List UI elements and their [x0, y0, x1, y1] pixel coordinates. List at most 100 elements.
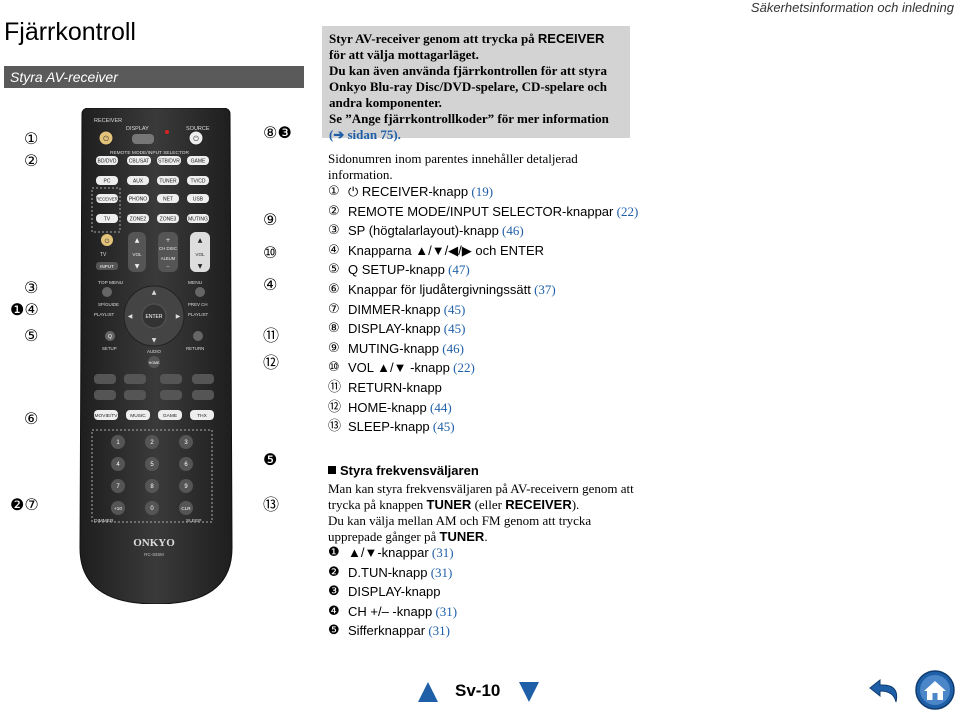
transport-rew-button[interactable]: [124, 374, 146, 384]
item-page-link[interactable]: (46): [442, 340, 464, 356]
movie-tv-button[interactable]: [94, 410, 118, 420]
item-number: ⑥: [328, 281, 340, 297]
digit-button[interactable]: [111, 501, 125, 515]
digit-button[interactable]: [145, 435, 159, 449]
home-house-shape: [924, 681, 946, 700]
digit-label: 9: [184, 484, 188, 490]
back-icon[interactable]: [866, 672, 906, 708]
digit-button[interactable]: [145, 457, 159, 471]
vol-rocker[interactable]: [128, 232, 146, 272]
item-page-link[interactable]: (45): [443, 301, 466, 317]
item-number: ❸: [328, 584, 340, 599]
music-label: MUSIC: [130, 413, 146, 419]
zone2-button[interactable]: [127, 214, 149, 223]
music-button[interactable]: [126, 410, 150, 420]
thx-button[interactable]: [190, 410, 214, 420]
home-button[interactable]: [148, 356, 160, 368]
menu-button[interactable]: [195, 287, 205, 297]
item-page-link[interactable]: (47): [448, 262, 470, 278]
item-page-link[interactable]: (46): [502, 223, 524, 239]
input-button[interactable]: [96, 262, 118, 270]
return-button[interactable]: [193, 331, 203, 341]
item-number: ⑩: [328, 360, 340, 376]
item-page-link[interactable]: (22): [453, 360, 475, 376]
item-page-link[interactable]: (45): [443, 321, 466, 337]
muting-button[interactable]: [187, 214, 209, 223]
digit-button[interactable]: [111, 479, 125, 493]
item-page-link[interactable]: (22): [616, 203, 639, 219]
receiver-power-button[interactable]: [98, 130, 114, 146]
usb-button[interactable]: [187, 194, 209, 203]
digit-button[interactable]: [179, 457, 193, 471]
transport-ff-button[interactable]: [160, 374, 182, 384]
pc-button[interactable]: [96, 176, 118, 185]
net-button[interactable]: [157, 194, 179, 203]
left-arrow-icon[interactable]: ◀: [128, 313, 133, 320]
top-menu-button[interactable]: [102, 287, 112, 297]
model-label: RC-836M: [144, 552, 164, 557]
item-page-link[interactable]: (31): [431, 545, 454, 560]
digit-button[interactable]: [111, 457, 125, 471]
zone3-button[interactable]: [157, 214, 179, 223]
page-number: Sv-10: [455, 681, 501, 700]
transport-pause-button[interactable]: [124, 390, 146, 400]
game-button[interactable]: [187, 156, 209, 165]
transport-prev-button[interactable]: [94, 374, 116, 384]
home-icon[interactable]: [914, 670, 956, 710]
receiver-keyword: RECEIVER: [505, 497, 572, 512]
item-page-link[interactable]: (37): [534, 281, 556, 297]
item-page-link[interactable]: (31): [430, 564, 453, 580]
bd-dvd-button[interactable]: [96, 156, 118, 165]
transport-next-button[interactable]: [192, 374, 214, 384]
enter-button[interactable]: [141, 303, 167, 329]
tv-label: TV: [104, 217, 111, 223]
tv-cd-button[interactable]: [187, 176, 209, 185]
q-setup-button[interactable]: [105, 331, 115, 341]
digit-button[interactable]: [111, 435, 125, 449]
right-arrow-icon[interactable]: ▶: [176, 313, 181, 320]
display-button[interactable]: [132, 134, 154, 144]
digit-button[interactable]: [145, 501, 159, 515]
game-mode-button[interactable]: [158, 410, 182, 420]
item-number: ⑨: [328, 340, 340, 356]
item-page-link[interactable]: (44): [430, 399, 452, 415]
cbl-sat-button[interactable]: [127, 156, 151, 165]
aux-button[interactable]: [127, 176, 149, 185]
transport-stop-button[interactable]: [160, 390, 182, 400]
item-page-link[interactable]: (19): [471, 184, 494, 199]
phono-button[interactable]: [127, 194, 149, 203]
tv-power-button[interactable]: [101, 234, 113, 246]
note-page-link[interactable]: (➔ sidan 75).: [329, 127, 401, 142]
game-label: GAME: [191, 159, 206, 165]
tuner-body-text: ).: [571, 497, 580, 512]
label-source: SOURCE: [186, 126, 210, 132]
tv-button[interactable]: [96, 214, 118, 223]
tuner-button[interactable]: [157, 176, 179, 185]
source-power-button[interactable]: [188, 130, 204, 146]
receiver-vol-rocker[interactable]: [190, 232, 210, 272]
next-page-arrow-icon[interactable]: [519, 682, 539, 702]
album-label: ALBUM: [161, 256, 176, 261]
transport-play-button[interactable]: [94, 390, 116, 400]
input-label: INPUT: [100, 264, 114, 269]
digit-button[interactable]: [145, 479, 159, 493]
ch-disc-rocker[interactable]: [158, 232, 178, 272]
stb-dvr-button[interactable]: [157, 156, 181, 165]
previous-page-arrow-icon[interactable]: [418, 682, 438, 702]
digit-button[interactable]: [179, 479, 193, 493]
item-page-link[interactable]: (45): [432, 419, 455, 435]
up-arrow-icon[interactable]: ▲: [152, 289, 157, 296]
tuner-body-text: (eller: [471, 497, 506, 512]
down-arrow-icon[interactable]: ▼: [152, 337, 157, 344]
item-page-link[interactable]: (31): [435, 603, 458, 619]
transport-rec-button[interactable]: [192, 390, 214, 400]
power-icon: ⏻: [103, 135, 109, 143]
item-number: ①: [328, 184, 340, 199]
digit-button[interactable]: [179, 501, 193, 515]
item-page-link[interactable]: (31): [428, 623, 451, 638]
callout-right-11: ⑪: [263, 326, 280, 345]
digit-button[interactable]: [179, 435, 193, 449]
receiver-mode-button[interactable]: [96, 194, 118, 203]
dashed-group: [91, 187, 121, 233]
item-text: REMOTE MODE/INPUT SELECTOR-knappar: [348, 203, 614, 219]
